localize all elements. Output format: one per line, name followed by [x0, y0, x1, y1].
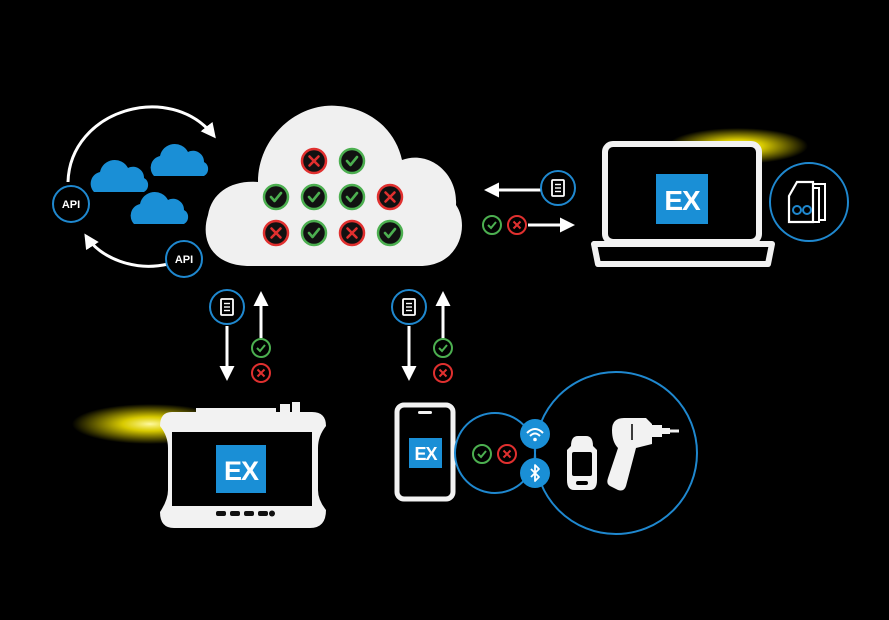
- blue-cloud-icon: [150, 143, 209, 176]
- field-tools-bubble: [534, 371, 698, 535]
- central-cloud: [205, 105, 462, 266]
- check-icon: [433, 338, 453, 358]
- document-icon: [209, 289, 245, 325]
- sfp-module-icon: [769, 162, 849, 242]
- cloud-icon: [205, 105, 462, 266]
- svg-text:EX: EX: [414, 444, 437, 464]
- laptop-device: EX: [591, 128, 849, 267]
- document-icon: [391, 289, 427, 325]
- cloud-phone-link: [391, 289, 453, 383]
- x-icon: [262, 219, 290, 247]
- x-icon: [338, 219, 366, 247]
- wifi-icon: [520, 419, 550, 449]
- hardware-buttons: [216, 510, 275, 517]
- cloud-tablet-link: [209, 289, 271, 383]
- handheld-meter-icon: [567, 436, 597, 490]
- check-icon: [262, 183, 290, 211]
- api-cloud-cluster: API API: [52, 105, 216, 278]
- svg-text:EX: EX: [664, 185, 701, 216]
- ex-logo: EX: [409, 438, 442, 468]
- smartphone-device: EX: [394, 402, 456, 502]
- api-badge: API: [165, 240, 203, 278]
- x-icon: [433, 363, 453, 383]
- api-badge: API: [52, 185, 90, 223]
- check-icon: [376, 219, 404, 247]
- api-badge-label: API: [175, 254, 193, 266]
- bluetooth-icon: [520, 458, 550, 488]
- api-badge-label: API: [62, 199, 80, 211]
- test-instrument-device: EX: [72, 402, 326, 528]
- check-icon: [338, 147, 366, 175]
- cloud-laptop-link: [482, 170, 576, 235]
- document-icon: [540, 170, 576, 206]
- svg-text:EX: EX: [224, 456, 259, 486]
- ex-logo: EX: [216, 445, 266, 493]
- cloud-results-grid: [262, 147, 404, 247]
- ex-logo: EX: [656, 174, 708, 224]
- check-icon: [472, 444, 492, 464]
- x-icon: [376, 183, 404, 211]
- check-icon: [300, 219, 328, 247]
- check-icon: [300, 183, 328, 211]
- inspection-probe-icon: [607, 418, 679, 491]
- check-icon: [482, 215, 502, 235]
- blue-cloud-icon: [90, 159, 149, 192]
- x-icon: [497, 444, 517, 464]
- x-icon: [300, 147, 328, 175]
- api-loop-arrow-bottom: [84, 233, 169, 268]
- api-loop-arrow-top: [66, 105, 216, 183]
- check-icon: [251, 338, 271, 358]
- wireless-link-group: [454, 371, 698, 535]
- x-icon: [251, 363, 271, 383]
- check-icon: [338, 183, 366, 211]
- x-icon: [507, 215, 527, 235]
- blue-cloud-icon: [130, 191, 189, 224]
